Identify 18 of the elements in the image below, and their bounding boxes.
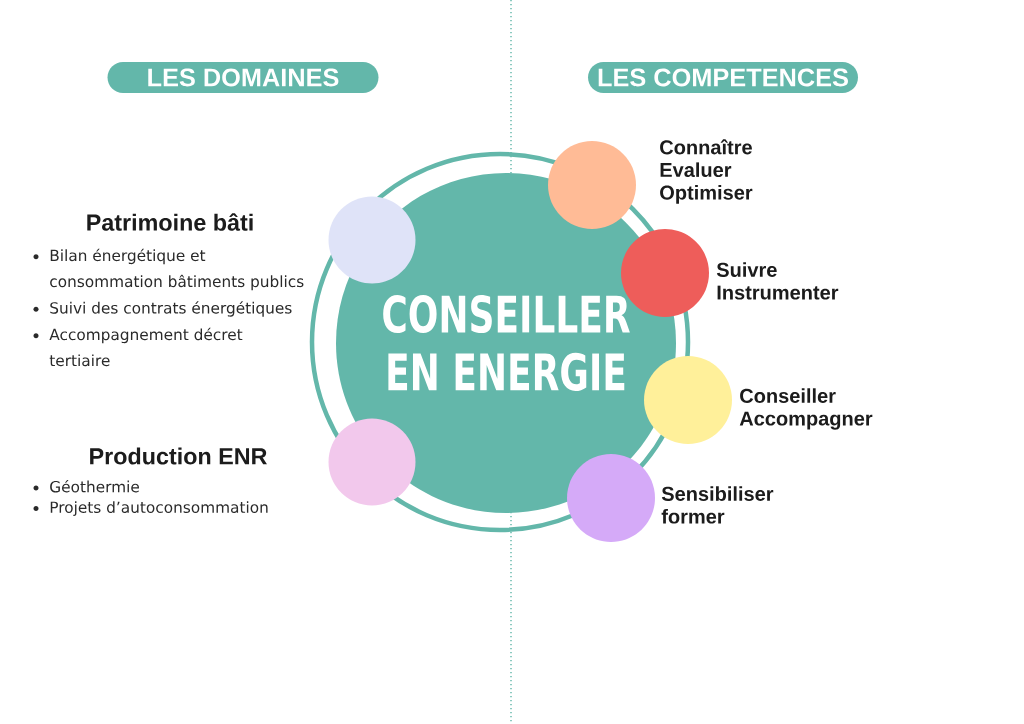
circle [548, 141, 636, 229]
circle [328, 196, 416, 284]
bullet-text: Géothermie [50, 480, 139, 493]
skill-label: Conseiller Accompagner [739, 388, 873, 430]
section-header: LES DOMAINES [107, 62, 379, 93]
bullet-text: Accompagnement décret tertiaire [49, 327, 243, 367]
skill-label: Sensibiliser former [661, 486, 774, 524]
skill-label: Suivre Instrumenter [716, 262, 839, 300]
skill-label: Connaître Evaluer Optimiser [660, 139, 753, 204]
circle [567, 454, 655, 542]
bullet-text: Suivi des contrats énergétiques [50, 301, 292, 317]
section-header: LES COMPETENCES [588, 62, 858, 93]
bullet-text: Projets d’autoconsommation [50, 501, 268, 516]
circle [328, 418, 416, 506]
section-heading: Patrimoine bâti [87, 213, 253, 231]
section-heading: Production ENR [90, 447, 267, 465]
circle [644, 356, 732, 444]
bullet-text: Bilan énergétique et consommation bâtiments publics [50, 248, 304, 291]
